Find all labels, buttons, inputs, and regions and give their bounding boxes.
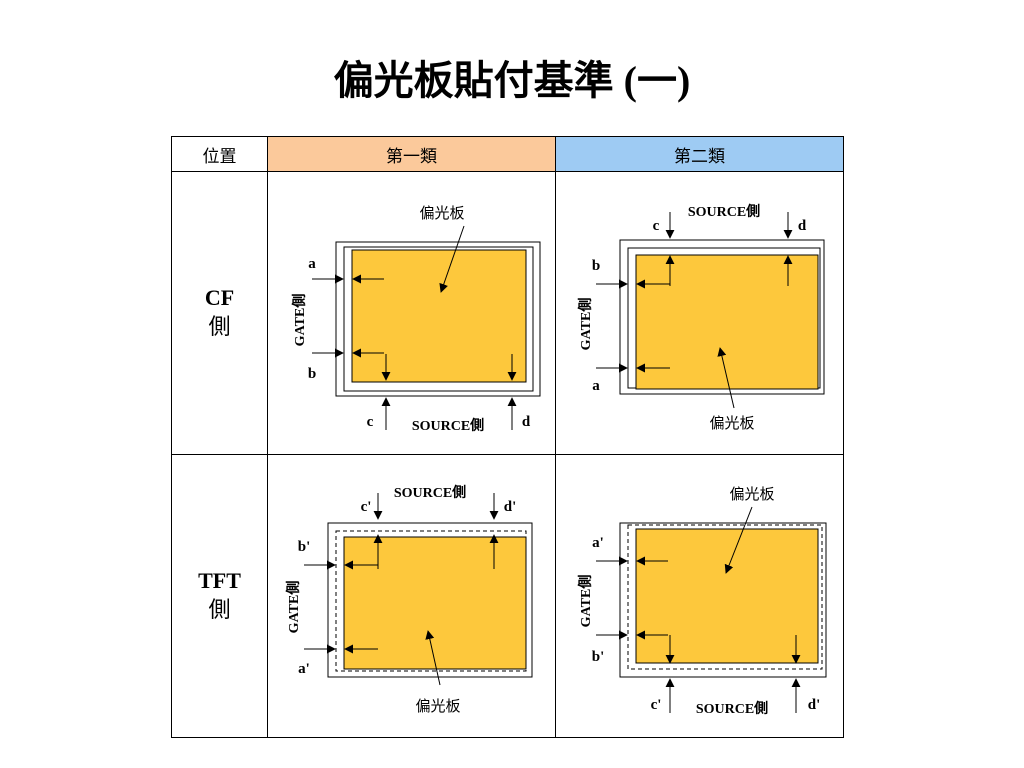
header-position: 位置 bbox=[171, 136, 268, 172]
gate-side-label: GATE側 bbox=[291, 294, 308, 347]
cell-tft-cat1: SOURCE側 c' d' b' GATE側 a' 偏光板 bbox=[267, 454, 556, 738]
marker-a: a bbox=[592, 378, 600, 394]
polarizer-standard-table: 位置 第一類 第二類 CF 側 偏光板 a b GATE側 bbox=[171, 136, 844, 738]
marker-c-prime: c' bbox=[361, 499, 372, 515]
gate-side-label: GATE側 bbox=[285, 581, 302, 634]
polarizer-label: 偏光板 bbox=[419, 204, 464, 222]
gate-side-label: GATE側 bbox=[577, 298, 594, 351]
source-side-label: SOURCE側 bbox=[394, 484, 466, 501]
diagram-tft-cat1: SOURCE側 c' d' b' GATE側 a' 偏光板 bbox=[285, 484, 533, 715]
row-label-cf-name: CF bbox=[204, 285, 235, 310]
diagram-cf-cat2: SOURCE側 c d b GATE側 a 偏光板 bbox=[577, 203, 825, 432]
marker-b: b bbox=[592, 258, 600, 274]
polarizer-pointer bbox=[717, 347, 735, 409]
gate-side-label: GATE側 bbox=[577, 575, 594, 628]
polarizer bbox=[635, 528, 819, 664]
row-label-tft-side: 側 bbox=[208, 598, 231, 623]
header-row: 位置 第一類 第二類 bbox=[171, 136, 844, 172]
row-label-tft-name: TFT bbox=[198, 568, 241, 593]
polarizer bbox=[343, 536, 527, 670]
polarizer-pointer bbox=[425, 630, 441, 686]
polarizer-label: 偏光板 bbox=[415, 697, 460, 715]
source-side-label: SOURCE側 bbox=[412, 417, 484, 434]
marker-d: d bbox=[798, 218, 807, 234]
row-tft: TFT 側 SOURCE側 c' d' b' GATE側 bbox=[171, 454, 844, 738]
marker-b-prime: b' bbox=[298, 539, 311, 555]
source-side-label: SOURCE側 bbox=[696, 700, 768, 717]
cell-cf-cat1: 偏光板 a b GATE側 c d SOURCE側 bbox=[267, 171, 556, 455]
header-category-2: 第二類 bbox=[555, 136, 844, 172]
header-category-1: 第一類 bbox=[267, 136, 556, 172]
marker-b: b bbox=[308, 366, 316, 382]
cell-cf-cat2: SOURCE側 c d b GATE側 a 偏光板 bbox=[555, 171, 844, 455]
polarizer bbox=[635, 254, 819, 390]
marker-c: c bbox=[653, 218, 660, 234]
polarizer-label: 偏光板 bbox=[709, 414, 754, 432]
cell-tft-cat2: 偏光板 a' GATE側 b' c' d' SOURCE側 bbox=[555, 454, 844, 738]
polarizer-label: 偏光板 bbox=[729, 485, 774, 503]
marker-d-prime: d' bbox=[504, 499, 517, 515]
marker-a-prime: a' bbox=[298, 661, 310, 677]
marker-d: d bbox=[522, 414, 531, 430]
marker-a-prime: a' bbox=[592, 535, 604, 551]
page-title: 偏光板貼付基準 (一) bbox=[333, 58, 691, 103]
diagram-cf-cat1: 偏光板 a b GATE側 c d SOURCE側 bbox=[291, 204, 541, 434]
row-cf: CF 側 偏光板 a b GATE側 c bbox=[171, 171, 844, 455]
marker-c: c bbox=[367, 414, 374, 430]
polarizer bbox=[351, 249, 527, 383]
row-label-cf-side: 側 bbox=[208, 315, 231, 340]
source-side-label: SOURCE側 bbox=[688, 203, 760, 220]
row-label-tft: TFT 側 bbox=[171, 454, 268, 738]
marker-d-prime: d' bbox=[808, 697, 821, 713]
polarizer-pointer bbox=[439, 225, 465, 293]
marker-a: a bbox=[308, 256, 316, 272]
polarizer-pointer bbox=[724, 506, 753, 574]
marker-c-prime: c' bbox=[651, 697, 662, 713]
row-label-cf: CF 側 bbox=[171, 171, 268, 455]
marker-b-prime: b' bbox=[592, 649, 605, 665]
glass-inner-dashed bbox=[627, 524, 823, 670]
diagram-tft-cat2: 偏光板 a' GATE側 b' c' d' SOURCE側 bbox=[577, 485, 827, 717]
